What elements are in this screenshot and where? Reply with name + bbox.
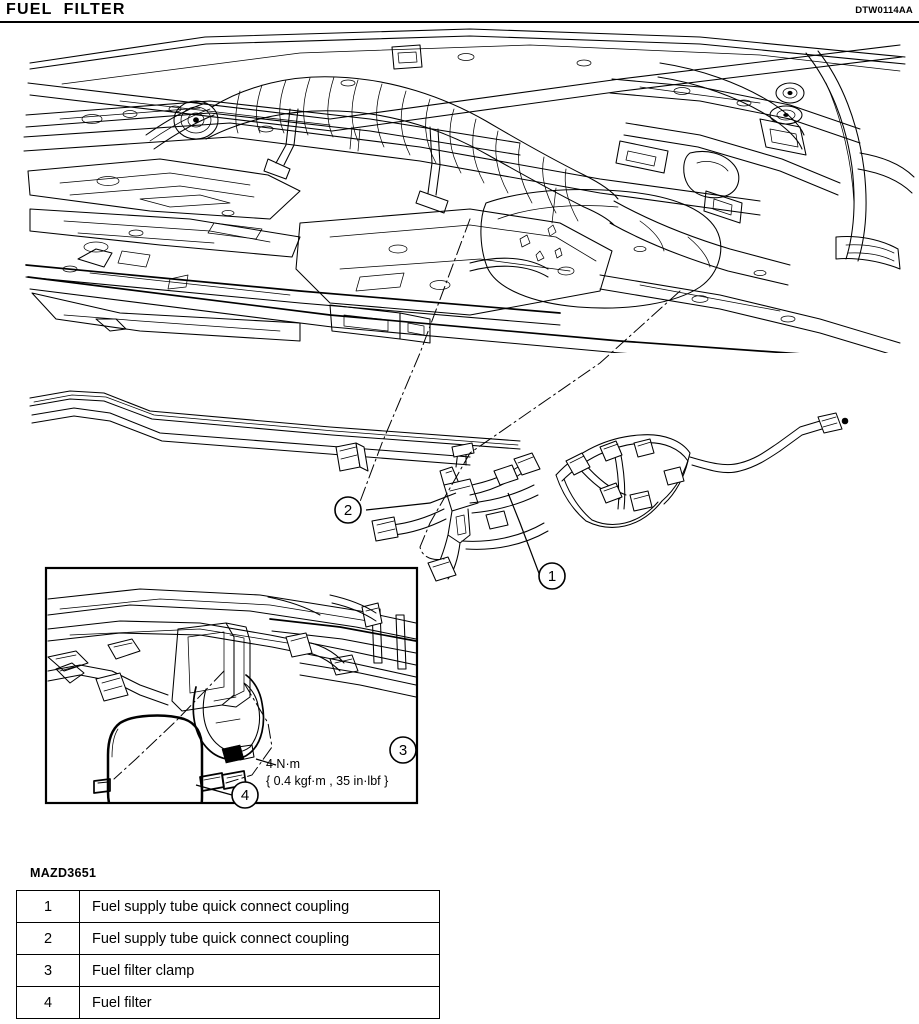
table-row: 3 Fuel filter clamp: [16, 954, 440, 987]
part-name: Fuel filter: [79, 986, 440, 1019]
part-number: 2: [16, 922, 80, 955]
torque-note-group: 4 N·m { 0.4 kgf·m , 35 in·lbf }: [255, 757, 388, 788]
callout-3: 3: [389, 736, 417, 764]
part-number: 1: [16, 890, 80, 923]
part-name: Fuel filter clamp: [79, 954, 440, 987]
exhaust-system: [145, 76, 791, 286]
parts-table-body: 1 Fuel supply tube quick connect couplin…: [16, 890, 440, 1019]
drawing-number: DTW0114AA: [855, 5, 913, 16]
callout-4-leader: [195, 784, 233, 796]
table-row: 4 Fuel filter: [16, 986, 440, 1019]
callout-2: 2: [334, 496, 362, 524]
fuel-filter-illustration: .ln { fill:none; stroke:#000; stroke-wid…: [0, 23, 919, 863]
table-row: 2 Fuel supply tube quick connect couplin…: [16, 922, 440, 955]
svg-text:2: 2: [344, 502, 352, 519]
page-header: FUEL FILTER DTW0114AA: [0, 0, 919, 23]
detail-inset-drawing: [47, 588, 417, 803]
parts-legend-table: 1 Fuel supply tube quick connect couplin…: [16, 890, 440, 1019]
part-name: Fuel supply tube quick connect coupling: [79, 922, 440, 955]
callout-leaders: [365, 492, 541, 577]
torque-line-2: { 0.4 kgf·m , 35 in·lbf }: [266, 774, 388, 788]
part-number: 4: [16, 986, 80, 1019]
svg-text:3: 3: [399, 742, 407, 759]
callout-1: 1: [538, 562, 566, 590]
figure-code: MAZD3651: [30, 866, 97, 880]
callout-4: 4: [231, 781, 259, 809]
part-number: 3: [16, 954, 80, 987]
header-divider: [0, 21, 919, 23]
projection-lines: [351, 218, 681, 560]
torque-line-1: 4 N·m: [266, 757, 300, 771]
svg-text:4: 4: [241, 787, 249, 804]
table-row: 1 Fuel supply tube quick connect couplin…: [16, 890, 440, 923]
page-title: FUEL FILTER: [6, 1, 126, 18]
fuel-tube-assembly: [29, 390, 849, 582]
coupling-fittings: [565, 438, 685, 512]
vehicle-underbody-view: [23, 28, 915, 353]
part-name: Fuel supply tube quick connect coupling: [79, 890, 440, 923]
svg-text:1: 1: [548, 568, 556, 585]
